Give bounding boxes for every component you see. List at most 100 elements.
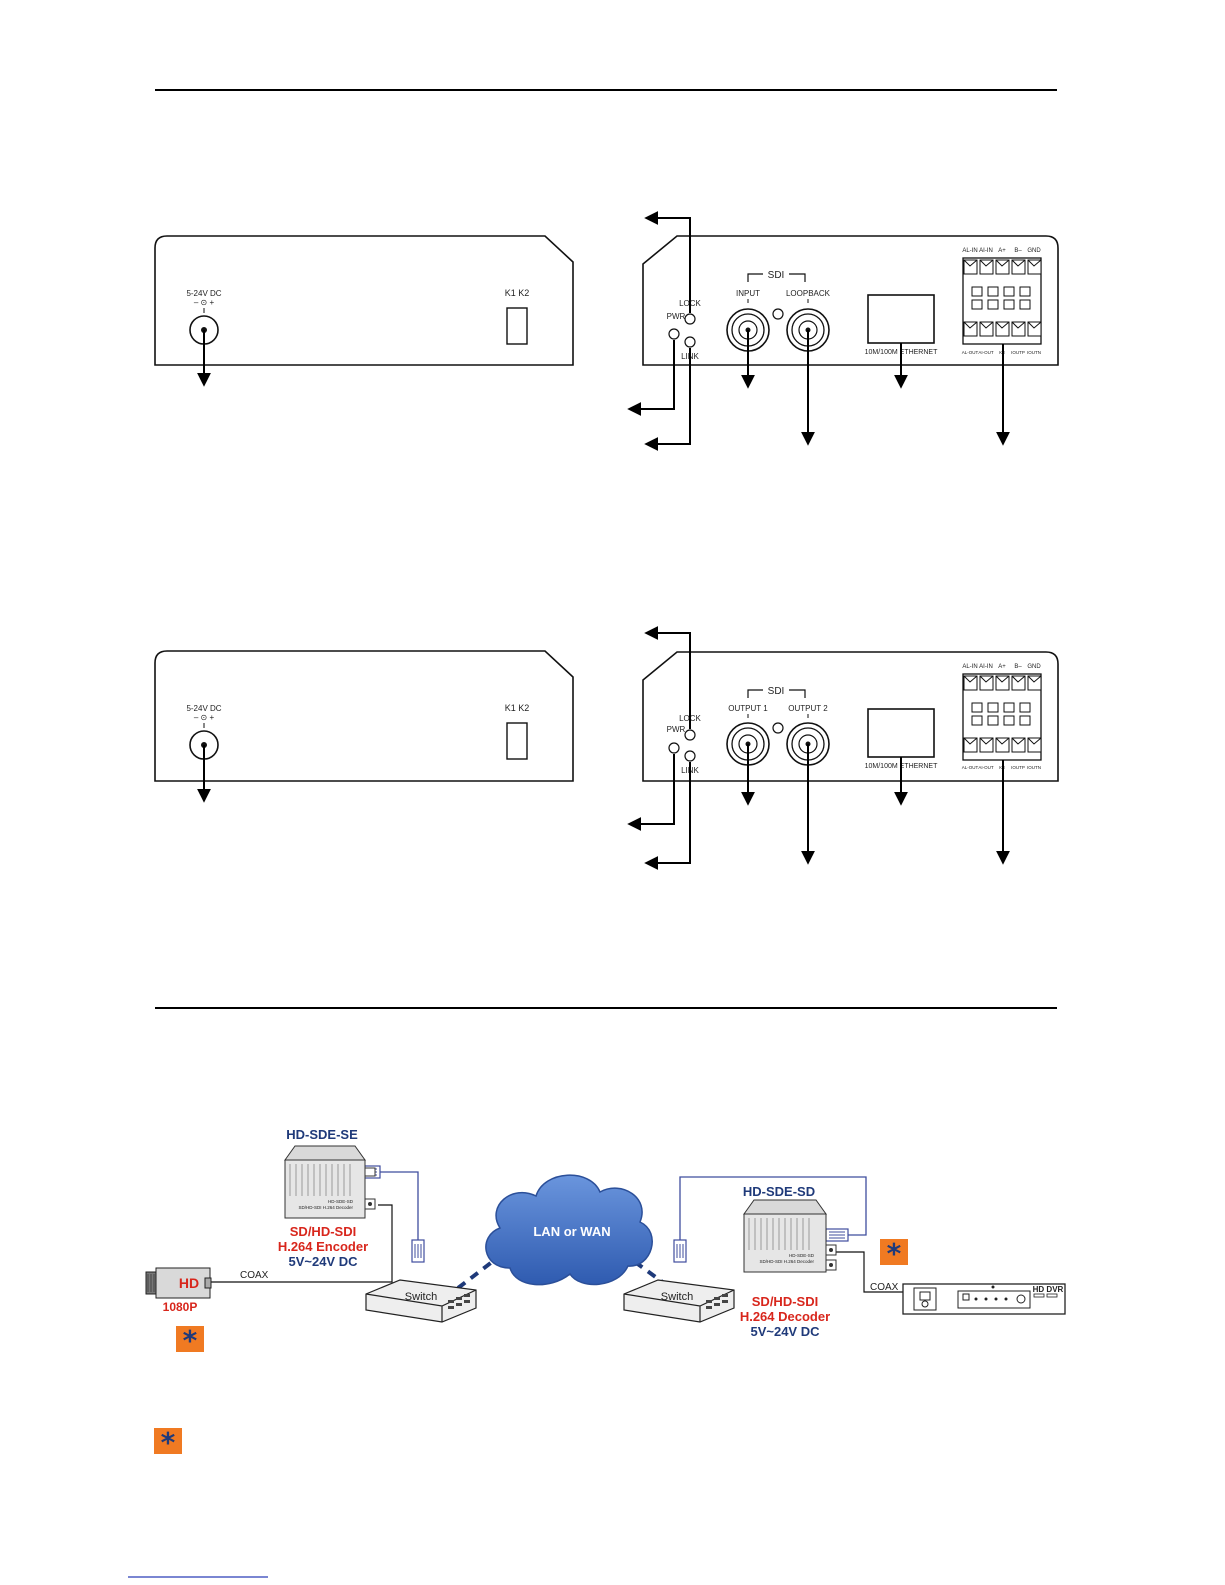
- encoder-section: 5-24V DC – ⊙ + K1 K2 LOCK PWR LINK SDI I…: [154, 211, 1059, 451]
- terminal-block: AL-IN AI-IN A+ B– GND AL-OUT AI-OUT K3: [962, 248, 1042, 355]
- svg-text:*: *: [161, 1426, 176, 1459]
- link-arrow: [644, 762, 691, 870]
- power-label: 5-24V DC: [186, 704, 221, 713]
- cloud-label: LAN or WAN: [533, 1224, 610, 1239]
- terminal-top-label: AI-IN: [979, 248, 993, 254]
- terminal-bottom-label: AL-OUT: [962, 765, 979, 770]
- terminal-top-label: AI-IN: [979, 664, 993, 670]
- terminal-bottom-label: AL-OUT: [962, 350, 979, 355]
- sdi-label: SDI: [768, 686, 785, 697]
- encoder-plate-model: HD-SDE-SD: [328, 1199, 354, 1204]
- sdi-led: [772, 308, 784, 320]
- asterisk-icon: *: [880, 1237, 908, 1270]
- power-label: 5-24V DC: [186, 289, 221, 298]
- network-diagram: HD-SDE-SE HD-SDE-SD SD/HD-SDI H.264 Deco…: [145, 1127, 1066, 1459]
- port1-label: OUTPUT 1: [728, 704, 768, 713]
- encoder-desc-line: SD/HD-SDI: [290, 1224, 356, 1239]
- link-arrow: [644, 348, 691, 451]
- dip-switch: [506, 307, 528, 345]
- cloud-icon: LAN or WAN: [485, 1174, 653, 1286]
- ethernet-encoder-to-switch: [378, 1171, 419, 1245]
- pwr-led: [668, 742, 680, 754]
- panel-outline: [154, 650, 574, 782]
- dvr-device: HD DVR: [902, 1283, 1066, 1315]
- decoder-model-label: HD-SDE-SD: [743, 1184, 815, 1199]
- decoder-plate-desc: SD/HD-SDI H.264 Decoder: [759, 1259, 814, 1264]
- polarity-label: – ⊙ +: [194, 298, 215, 307]
- coax-decoder-to-dvr: [836, 1251, 903, 1293]
- rj45-plug-icon: [673, 1239, 687, 1263]
- decoder-section: 5-24V DC – ⊙ + K1 K2 LOCK PWR LINK SDI O…: [154, 626, 1059, 870]
- dip-switch: [506, 722, 528, 760]
- camera-icon: HD 1080P: [145, 1267, 212, 1314]
- sdi-label: SDI: [768, 270, 785, 281]
- sdi-bracket: [747, 273, 806, 282]
- terminal-bottom-label: AI-OUT: [978, 765, 994, 770]
- terminal-bottom-label: IOUTN: [1027, 765, 1041, 770]
- link-led: [684, 336, 696, 348]
- dip-switch-label: K1 K2: [505, 703, 530, 713]
- decoder-desc-line: SD/HD-SDI: [752, 1294, 818, 1309]
- pwr-arrow: [627, 340, 675, 416]
- svg-text:*: *: [183, 1324, 198, 1357]
- pwr-arrow: [627, 754, 675, 831]
- terminal-top-label: AL-IN: [962, 664, 977, 670]
- panel-outline: [154, 235, 574, 366]
- dip-switch-label: K1 K2: [505, 288, 530, 298]
- lock-led: [684, 729, 696, 741]
- encoder-desc-line: 5V~24V DC: [288, 1254, 358, 1269]
- coax-label-right: COAX: [870, 1282, 899, 1293]
- decoder-desc-line: H.264 Decoder: [740, 1309, 830, 1324]
- terminal-block: AL-IN AI-IN A+ B– GND AL-OUT AI-OUT K3: [962, 664, 1042, 770]
- pwr-label: PWR: [667, 725, 686, 734]
- camera-label: HD: [179, 1275, 199, 1291]
- encoder-desc-line: H.264 Encoder: [278, 1239, 368, 1254]
- terminal-top-label: GND: [1027, 664, 1041, 670]
- encoder-device: HD-SDE-SE HD-SDE-SD SD/HD-SDI H.264 Deco…: [278, 1127, 376, 1269]
- terminal-top-label: A+: [998, 248, 1006, 254]
- decoder-right-panel: LOCK PWR LINK SDI OUTPUT 1 OUTPUT 2: [627, 626, 1059, 870]
- rj45-plug-icon: [411, 1239, 425, 1263]
- terminal-top-label: A+: [998, 664, 1006, 670]
- dvr-label: HD DVR: [1033, 1285, 1064, 1294]
- coax-label-left: COAX: [240, 1270, 269, 1281]
- terminal-bottom-label: AI-OUT: [978, 350, 994, 355]
- terminal-bottom-label: IOUTP: [1011, 765, 1025, 770]
- decoder-left-panel: 5-24V DC – ⊙ + K1 K2: [154, 650, 574, 803]
- port2-label: LOOPBACK: [786, 289, 831, 298]
- link-led: [684, 750, 696, 762]
- port1-label: INPUT: [736, 289, 760, 298]
- network-cables: [208, 1171, 903, 1293]
- pwr-label: PWR: [667, 312, 686, 321]
- switch-device: Switch: [623, 1279, 735, 1323]
- ethernet-switch-to-decoder: [679, 1176, 867, 1245]
- polarity-label: – ⊙ +: [194, 713, 215, 722]
- encoder-left-panel: 5-24V DC – ⊙ + K1 K2: [154, 235, 574, 387]
- terminal-bottom-label: IOUTP: [1011, 350, 1025, 355]
- encoder-model-label: HD-SDE-SE: [286, 1127, 358, 1142]
- switch-label: Switch: [405, 1291, 437, 1303]
- sdi-bracket: [747, 689, 806, 698]
- sdi-led: [772, 722, 784, 734]
- encoder-right-panel: LOCK PWR LINK SDI INPUT LOOPBACK: [627, 211, 1059, 451]
- wan-link-left: [456, 1260, 494, 1290]
- decoder-desc-line: 5V~24V DC: [750, 1324, 820, 1339]
- pwr-led: [668, 328, 680, 340]
- switch-label: Switch: [661, 1291, 693, 1303]
- callout-arrows: [627, 626, 1010, 870]
- terminal-top-label: AL-IN: [962, 248, 977, 254]
- coax-camera-to-encoder: [208, 1204, 393, 1283]
- ethernet-port: [867, 708, 935, 758]
- lock-arrow: [644, 626, 691, 729]
- terminal-top-label: GND: [1027, 248, 1041, 254]
- terminal-bottom-label: IOUTN: [1027, 350, 1041, 355]
- decoder-plate-model: HD-SDE-SD: [789, 1253, 815, 1258]
- terminal-top-label: B–: [1014, 248, 1022, 254]
- asterisk-icon: *: [154, 1426, 182, 1459]
- encoder-plate-desc: SD/HD-SDI H.264 Decoder: [298, 1205, 353, 1210]
- asterisk-icon: *: [176, 1324, 204, 1357]
- camera-resolution: 1080P: [163, 1300, 198, 1314]
- rj45-plug-icon: [825, 1228, 849, 1242]
- callout-arrows: [627, 211, 1010, 451]
- ethernet-port: [867, 294, 935, 344]
